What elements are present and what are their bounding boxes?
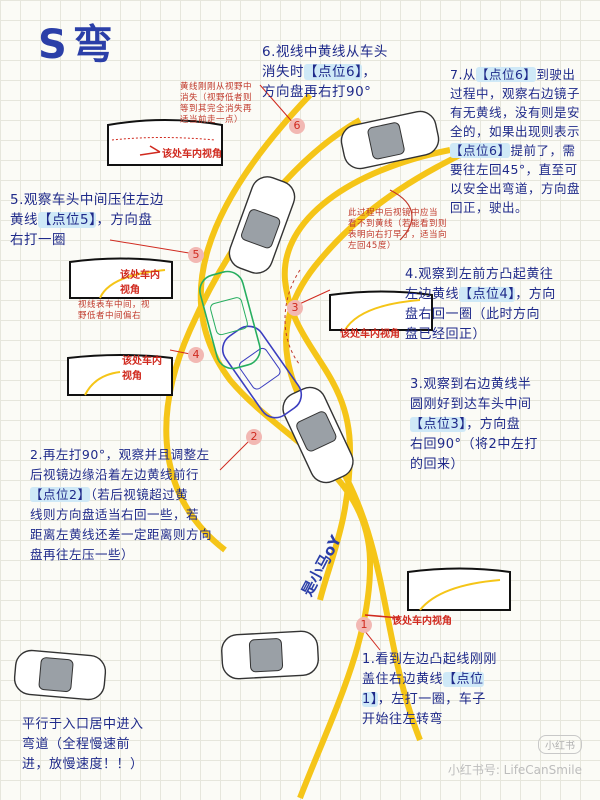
note-step7: 7.从【点位6】到驶出 过程中，观察右边镜子有无黄线，没有则是安全的，如果出现则… — [450, 67, 581, 215]
note-step3: 3.观察到右边黄线半圆刚好到达车头中间【点位3】，方向盘 右回90°（将2中左打… — [410, 377, 538, 472]
trajectory-dashed — [284, 269, 301, 366]
car-point5 — [228, 176, 296, 274]
inner-boundary — [281, 147, 451, 601]
point-marker-6: 6 — [289, 118, 305, 134]
note-step5: 5.观察车头中间压住左边黄线【点位5】，方向盘右打一圈 — [10, 192, 164, 248]
point-marker-4: 4 — [188, 347, 204, 363]
note-step2: 2.再左打90°，观察并且调整左后视镜边缘沿着左边黄线前行【点位2】（若后视镜超… — [30, 447, 213, 562]
page-title: S弯 — [38, 22, 119, 68]
note-mirror-check: 此过程中后视镜中应当看不到黄线（若能看到则表明向右打早了，适当向左回45度） — [348, 208, 448, 251]
watermark: 小红书号: LifeCanSmile — [447, 763, 582, 777]
view-panel-5 — [69, 257, 173, 299]
view-arrows — [139, 145, 401, 619]
car-entry — [13, 649, 107, 701]
car-point3 — [221, 325, 303, 419]
point-marker-1: 1 — [356, 617, 372, 633]
note-yellow-disappear: 黄线刚刚从视野中消失（视野低者则等到其完全消失再适当前走一点） — [180, 82, 253, 125]
left-curve — [163, 117, 362, 553]
car-point2 — [282, 386, 354, 484]
car-point1 — [221, 630, 319, 680]
view-label-3: 该处车内视角 — [340, 329, 400, 340]
point-marker-2: 2 — [246, 429, 262, 445]
view-label-5: 该处车内视角 — [120, 270, 160, 296]
view-panel-3 — [329, 290, 433, 331]
car-point4 — [199, 270, 261, 370]
platform-stamp: 小红书 — [538, 735, 582, 754]
point-marker-5: 5 — [188, 247, 204, 263]
view-label-6: 该处车内视角 — [162, 149, 222, 160]
point-marker-3: 3 — [287, 300, 303, 316]
note-step4: 4.观察到左前方凸起黄往左边黄线【点位4】，方向 盘右回一圈（此时方向盘已经回正… — [405, 267, 556, 342]
view-panel-4 — [67, 354, 173, 396]
car-exit — [340, 110, 440, 170]
note-step1: 1.看到左边凸起线刚刚盖住右边黄线【点位 1】，左打一圈，车子开始往左转弯 — [362, 652, 497, 727]
view-label-4: 该处车内视角 — [122, 356, 162, 382]
view-panel-6 — [107, 119, 223, 166]
path-arrow — [389, 189, 413, 241]
view-label-1: 该处车内视角 — [392, 616, 452, 627]
note-step6: 6.视线中黄线从车头消失时【点位6】，方向盘再右打90° — [262, 44, 388, 100]
note-entry: 平行于入口居中进入弯道（全程慢速前进，放慢速度！！） — [22, 717, 144, 772]
view-panel-1 — [407, 567, 511, 611]
note-view-center: 视线表车中间，视野低者中间偏右 — [78, 300, 151, 321]
right-curve — [283, 147, 472, 742]
